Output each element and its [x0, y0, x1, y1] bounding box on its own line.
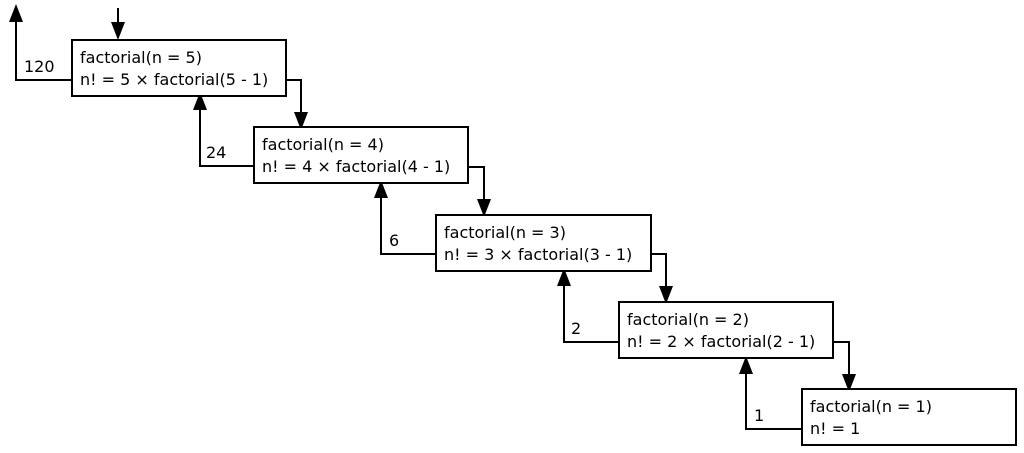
- frame-call-label: factorial(n = 5): [80, 48, 202, 67]
- return-arrow-24: [193, 92, 254, 167]
- frame-body-label: n! = 5 × factorial(5 - 1): [80, 70, 268, 89]
- entry-arrow: [111, 8, 125, 40]
- call-arrow-3-to-2: [651, 253, 673, 304]
- frame-factorial-3: factorial(n = 3) n! = 3 × factorial(3 - …: [435, 214, 652, 272]
- return-value-6: 6: [389, 231, 399, 250]
- frame-body-label: n! = 2 × factorial(2 - 1): [627, 332, 815, 351]
- return-value-1: 1: [754, 406, 764, 425]
- frame-factorial-4: factorial(n = 4) n! = 4 × factorial(4 - …: [253, 126, 469, 184]
- call-arrow-5-to-4: [286, 79, 308, 130]
- call-arrow-2-to-1: [833, 341, 856, 392]
- return-arrow-1: [739, 356, 802, 430]
- return-value-2: 2: [571, 319, 581, 338]
- frame-body-label: n! = 3 × factorial(3 - 1): [444, 245, 632, 264]
- frame-call-label: factorial(n = 3): [444, 223, 566, 242]
- return-value-120: 120: [24, 57, 55, 76]
- frame-body-label: n! = 1: [810, 419, 860, 438]
- call-arrow-4-to-3: [468, 166, 491, 217]
- return-arrow-6: [374, 180, 436, 255]
- frame-factorial-1: factorial(n = 1) n! = 1: [801, 388, 1017, 446]
- frame-call-label: factorial(n = 4): [262, 135, 384, 154]
- frame-factorial-2: factorial(n = 2) n! = 2 × factorial(2 - …: [618, 301, 834, 359]
- return-value-24: 24: [206, 143, 226, 162]
- return-arrow-120: [9, 4, 72, 81]
- frame-call-label: factorial(n = 2): [627, 310, 749, 329]
- frame-call-label: factorial(n = 1): [810, 397, 932, 416]
- return-arrow-2: [557, 268, 619, 343]
- frame-body-label: n! = 4 × factorial(4 - 1): [262, 157, 450, 176]
- frame-factorial-5: factorial(n = 5) n! = 5 × factorial(5 - …: [71, 39, 287, 97]
